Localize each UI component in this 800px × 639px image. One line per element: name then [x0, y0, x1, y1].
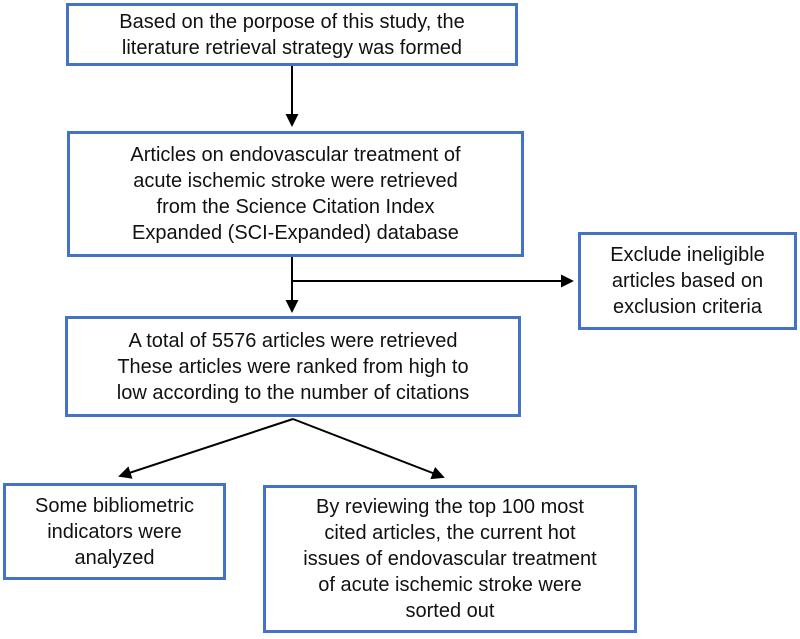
box-top100-review-text: By reviewing the top 100 most cited arti…: [303, 496, 597, 622]
box-articles-retrieved-text: Articles on endovascular treatment of ac…: [130, 144, 461, 244]
box-retrieval-strategy-text: Based on the porpose of this study, the …: [119, 10, 465, 59]
box-articles-ranked: A total of 5576 articles were retrieved …: [65, 316, 521, 417]
box-exclude-articles-text: Exclude ineligible articles based on exc…: [610, 244, 765, 318]
box-articles-ranked-text: A total of 5576 articles were retrieved …: [116, 329, 470, 404]
box-exclude-articles: Exclude ineligible articles based on exc…: [578, 232, 797, 330]
arrow-ranked-to-indicators: [118, 418, 294, 479]
box-bibliometric-indicators-text: Some bibliometric indicators were analyz…: [35, 494, 194, 569]
box-top100-review: By reviewing the top 100 most cited arti…: [263, 485, 637, 633]
box-articles-retrieved: Articles on endovascular treatment of ac…: [67, 131, 524, 257]
box-bibliometric-indicators: Some bibliometric indicators were analyz…: [3, 483, 226, 580]
arrow-ranked-to-top100: [292, 418, 445, 480]
box-retrieval-strategy: Based on the porpose of this study, the …: [66, 3, 518, 66]
